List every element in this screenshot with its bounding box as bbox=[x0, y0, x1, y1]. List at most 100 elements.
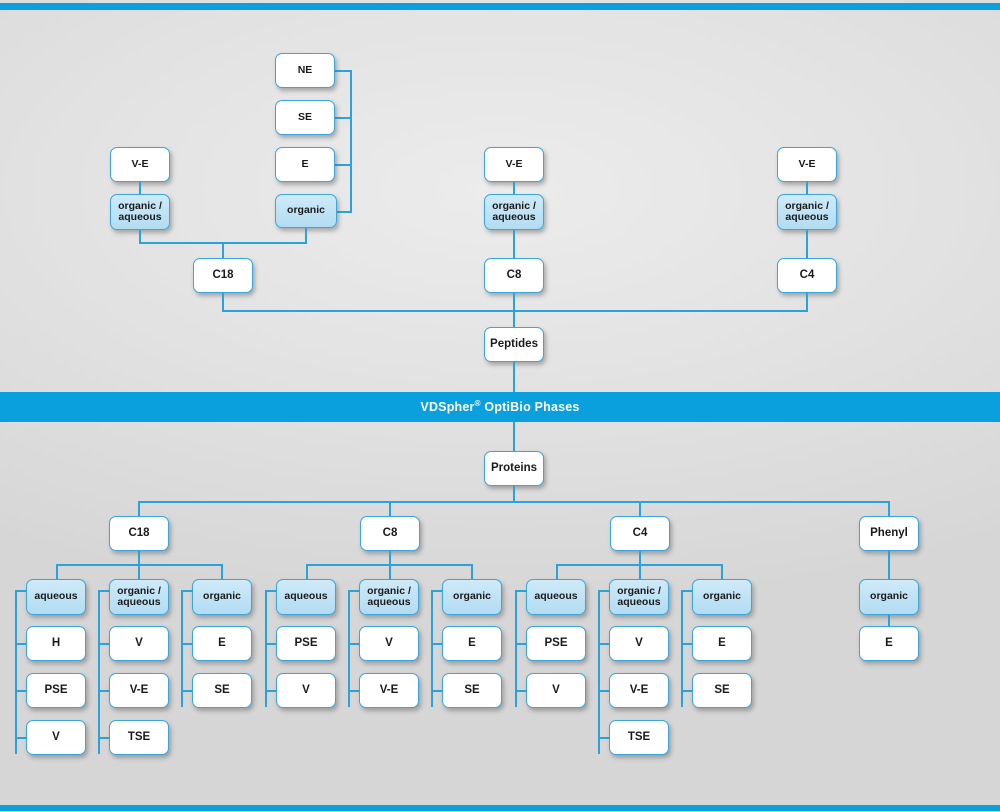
node-proteins-c18-aqueous-p0[interactable]: H bbox=[26, 626, 86, 661]
node-proteins-c18-oa-p0[interactable]: V bbox=[109, 626, 169, 661]
node-proteins-phenyl-mode-organic[interactable]: organic bbox=[859, 579, 919, 615]
connector bbox=[181, 590, 193, 592]
connector bbox=[598, 643, 610, 645]
connector bbox=[556, 564, 558, 580]
node-proteins-c4-organic-p1[interactable]: SE bbox=[692, 673, 752, 708]
node-proteins-c8-mode-organic[interactable]: organic bbox=[442, 579, 502, 615]
node-proteins-c18-aqueous-p2[interactable]: V bbox=[26, 720, 86, 755]
connector bbox=[431, 643, 443, 645]
node-proteins-c8-oa-p0[interactable]: V bbox=[359, 626, 419, 661]
connector bbox=[350, 70, 352, 213]
connector bbox=[513, 362, 515, 392]
node-proteins-c18-oa-p1[interactable]: V-E bbox=[109, 673, 169, 708]
connector bbox=[98, 643, 110, 645]
node-proteins-c8-aqueous-p0[interactable]: PSE bbox=[276, 626, 336, 661]
node-peptides-c8-oa-ve[interactable]: V-E bbox=[484, 147, 544, 182]
mode-label-line1: organic / bbox=[117, 584, 161, 597]
connector bbox=[56, 564, 58, 580]
mode-label-line2: aqueous bbox=[617, 596, 661, 608]
connector bbox=[334, 211, 352, 213]
connector bbox=[431, 590, 443, 592]
node-proteins-c8-oa-p1[interactable]: V-E bbox=[359, 673, 419, 708]
connector bbox=[639, 551, 641, 565]
connector bbox=[515, 590, 517, 707]
connector bbox=[888, 501, 890, 516]
connector bbox=[888, 551, 890, 579]
connector bbox=[15, 643, 27, 645]
connector bbox=[515, 690, 527, 692]
node-proteins-c18-organic-p1[interactable]: SE bbox=[192, 673, 252, 708]
connector bbox=[222, 293, 224, 311]
connector bbox=[513, 486, 515, 502]
node-root-proteins[interactable]: Proteins bbox=[484, 451, 544, 486]
node-proteins-sorbent-c8[interactable]: C8 bbox=[360, 516, 420, 551]
node-peptides-sorbent-c18[interactable]: C18 bbox=[193, 258, 253, 293]
node-peptides-c18-oa-ve[interactable]: V-E bbox=[110, 147, 170, 182]
node-peptides-c18-organic-e[interactable]: E bbox=[275, 147, 335, 182]
connector bbox=[721, 564, 723, 580]
node-proteins-c18-mode-aqueous[interactable]: aqueous bbox=[26, 579, 86, 615]
node-proteins-c4-oa-p2[interactable]: TSE bbox=[609, 720, 669, 755]
connector bbox=[138, 501, 889, 503]
node-proteins-c4-aqueous-p1[interactable]: V bbox=[526, 673, 586, 708]
banner-title-rest: OptiBio Phases bbox=[480, 400, 580, 415]
node-proteins-phenyl-organic-p0[interactable]: E bbox=[859, 626, 919, 661]
node-proteins-c4-oa-p1[interactable]: V-E bbox=[609, 673, 669, 708]
connector bbox=[389, 501, 391, 516]
connector bbox=[515, 590, 527, 592]
mode-label-line2: aqueous bbox=[492, 211, 536, 223]
node-proteins-c8-aqueous-p1[interactable]: V bbox=[276, 673, 336, 708]
connector bbox=[265, 590, 267, 707]
node-proteins-c18-aqueous-p1[interactable]: PSE bbox=[26, 673, 86, 708]
bottom-accent-bar bbox=[0, 805, 1000, 811]
node-root-peptides[interactable]: Peptides bbox=[484, 327, 544, 362]
node-peptides-c18-organic-ne[interactable]: NE bbox=[275, 53, 335, 88]
connector bbox=[15, 590, 27, 592]
node-peptides-c18-organic-se[interactable]: SE bbox=[275, 100, 335, 135]
connector bbox=[334, 117, 352, 119]
node-proteins-c4-aqueous-p0[interactable]: PSE bbox=[526, 626, 586, 661]
mode-label-line1: organic / bbox=[118, 199, 162, 212]
connector bbox=[139, 182, 141, 194]
top-accent-bar bbox=[0, 3, 1000, 10]
node-proteins-c8-mode-aqueous[interactable]: aqueous bbox=[276, 579, 336, 615]
node-proteins-c18-mode-organic-aqueous[interactable]: organic / aqueous bbox=[109, 579, 169, 615]
node-proteins-c8-organic-p0[interactable]: E bbox=[442, 626, 502, 661]
node-proteins-sorbent-c18[interactable]: C18 bbox=[109, 516, 169, 551]
connector bbox=[138, 564, 140, 580]
node-peptides-c18-mode-organic-aqueous[interactable]: organic / aqueous bbox=[110, 194, 170, 230]
node-peptides-c4-mode-organic-aqueous[interactable]: organic / aqueous bbox=[777, 194, 837, 230]
node-peptides-sorbent-c8[interactable]: C8 bbox=[484, 258, 544, 293]
connector bbox=[98, 590, 100, 754]
node-peptides-sorbent-c4[interactable]: C4 bbox=[777, 258, 837, 293]
node-peptides-c8-mode-organic-aqueous[interactable]: organic / aqueous bbox=[484, 194, 544, 230]
banner-title: VDSpher® OptiBio Phases bbox=[0, 399, 1000, 414]
node-proteins-sorbent-c4[interactable]: C4 bbox=[610, 516, 670, 551]
node-proteins-c8-organic-p1[interactable]: SE bbox=[442, 673, 502, 708]
node-proteins-c18-organic-p0[interactable]: E bbox=[192, 626, 252, 661]
node-proteins-c4-organic-p0[interactable]: E bbox=[692, 626, 752, 661]
mode-label-line2: aqueous bbox=[117, 596, 161, 608]
node-proteins-c4-mode-organic[interactable]: organic bbox=[692, 579, 752, 615]
banner: VDSpher® OptiBio Phases bbox=[0, 392, 1000, 422]
node-proteins-c4-mode-organic-aqueous[interactable]: organic / aqueous bbox=[609, 579, 669, 615]
connector bbox=[265, 690, 277, 692]
node-proteins-sorbent-phenyl[interactable]: Phenyl bbox=[859, 516, 919, 551]
node-proteins-c8-mode-organic-aqueous[interactable]: organic / aqueous bbox=[359, 579, 419, 615]
connector bbox=[305, 228, 307, 243]
node-proteins-c4-mode-aqueous[interactable]: aqueous bbox=[526, 579, 586, 615]
node-proteins-c4-oa-p0[interactable]: V bbox=[609, 626, 669, 661]
connector bbox=[306, 564, 308, 580]
connector bbox=[681, 690, 693, 692]
connector bbox=[348, 643, 360, 645]
connector bbox=[98, 690, 110, 692]
node-proteins-c18-mode-organic[interactable]: organic bbox=[192, 579, 252, 615]
connector bbox=[15, 690, 27, 692]
connector bbox=[598, 590, 610, 592]
node-peptides-c18-mode-organic[interactable]: organic bbox=[275, 194, 337, 228]
connector bbox=[513, 422, 515, 451]
connector bbox=[265, 643, 277, 645]
node-peptides-c4-oa-ve[interactable]: V-E bbox=[777, 147, 837, 182]
node-proteins-c18-oa-p2[interactable]: TSE bbox=[109, 720, 169, 755]
